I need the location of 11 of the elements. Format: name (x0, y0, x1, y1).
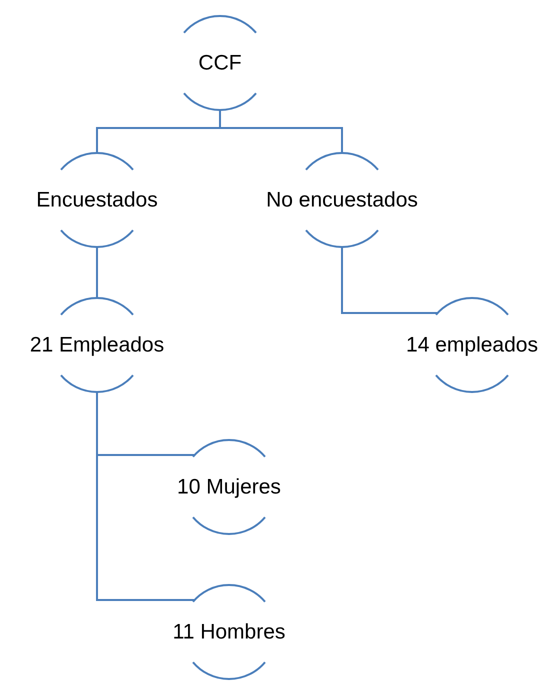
node-label: 11 Hombres (172, 619, 286, 645)
connector-line (219, 110, 343, 153)
connector-line (96, 392, 195, 601)
node-label: Encuestados (35, 187, 159, 213)
node-label: CCF (197, 50, 243, 76)
node-label: 21 Empleados (28, 332, 166, 358)
connector-line (341, 247, 438, 314)
node-label: 14 empleados (405, 332, 539, 358)
node-label: No encuestados (265, 187, 419, 213)
node-label: 10 Mujeres (176, 474, 282, 500)
connector-line (96, 247, 98, 298)
